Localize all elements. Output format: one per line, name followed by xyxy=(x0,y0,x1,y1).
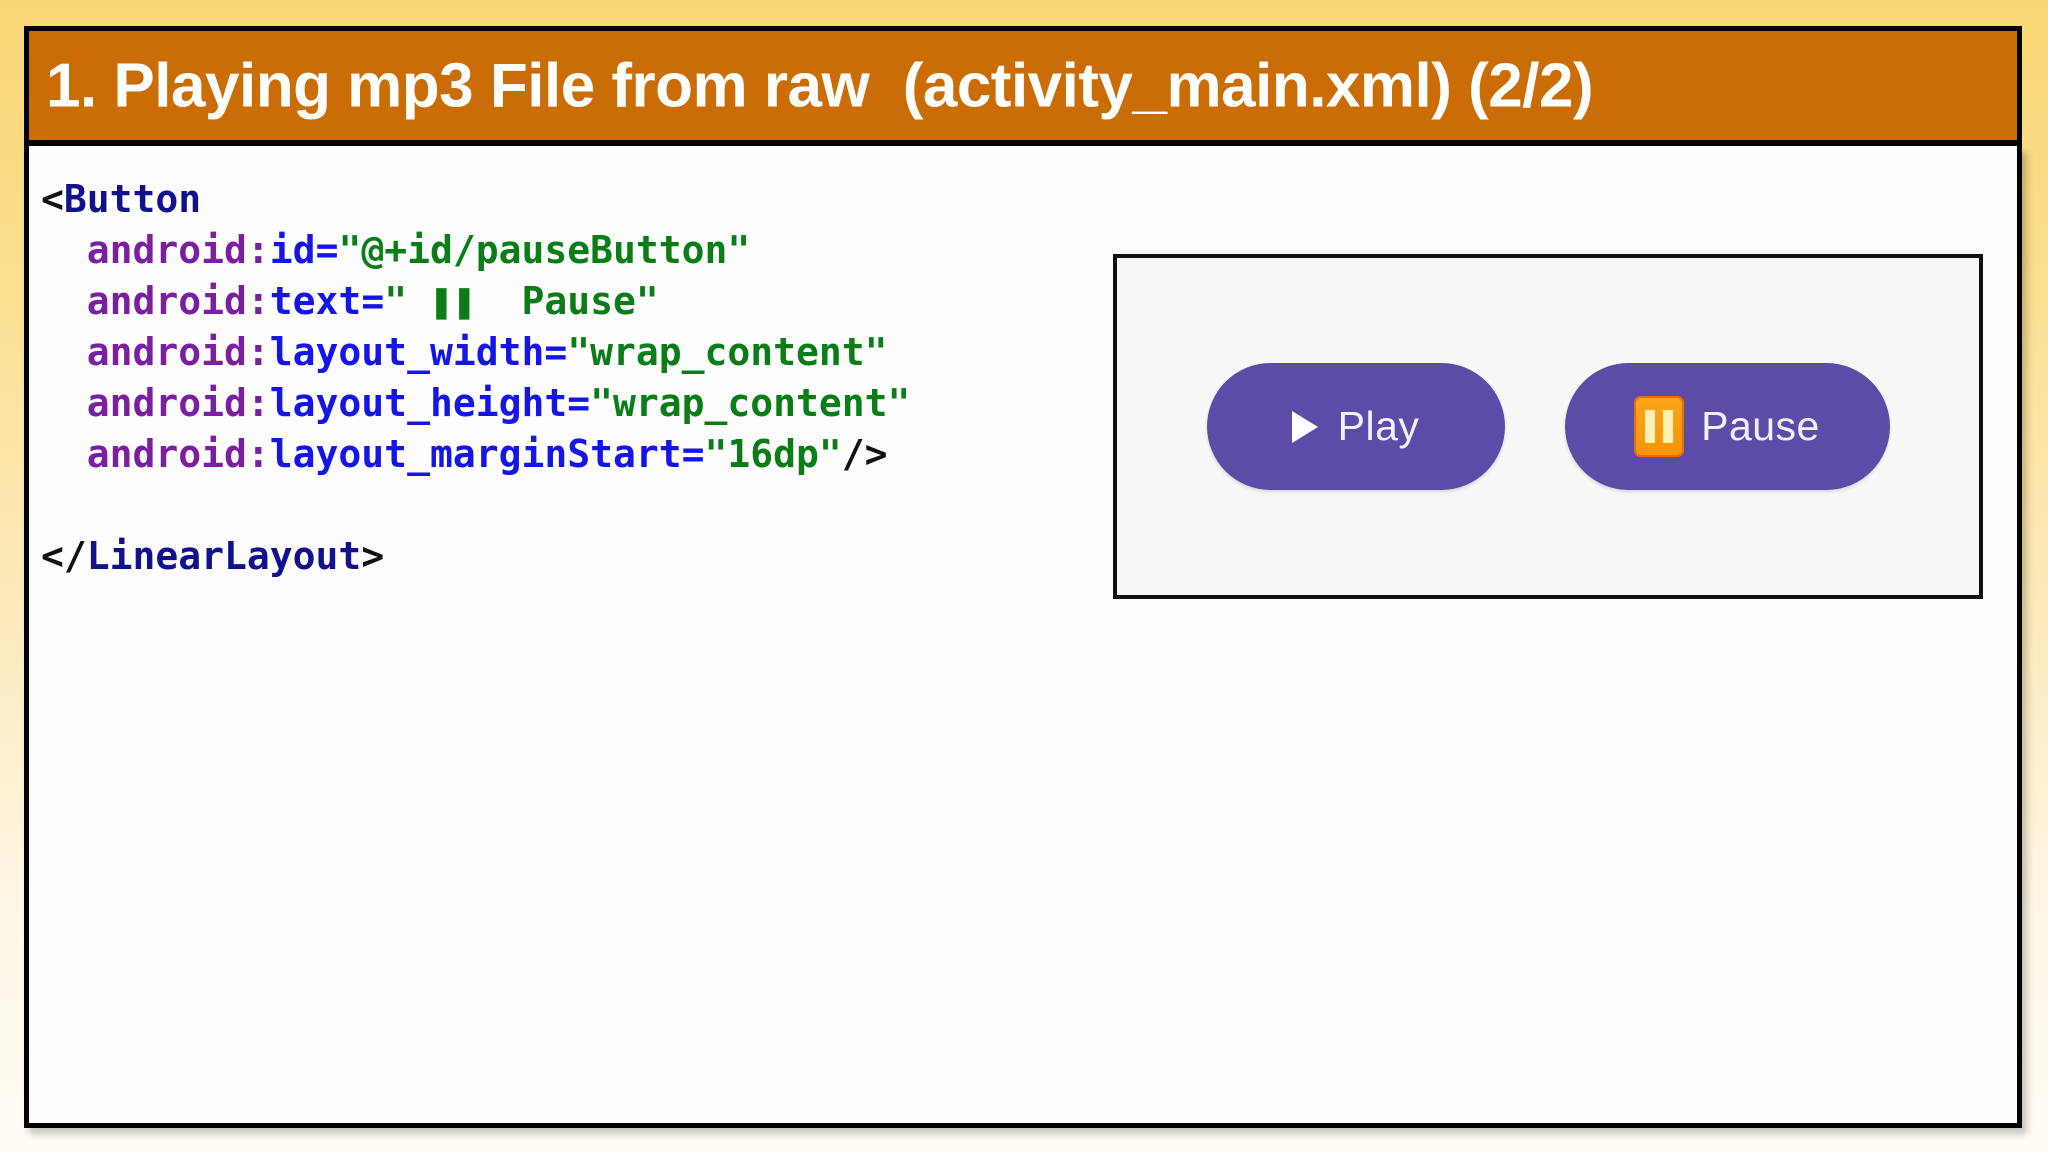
play-button-label: Play xyxy=(1337,403,1420,449)
code-token-val: " ❚❚ Pause" xyxy=(384,279,659,323)
code-token-val: "16dp" xyxy=(704,432,842,476)
code-token-punct: < xyxy=(41,177,64,221)
code-line: android:layout_marginStart="16dp"/> xyxy=(41,429,1121,480)
code-line: <Button xyxy=(41,174,1121,225)
code-token-eq: = xyxy=(681,432,705,476)
code-token-ns: android: xyxy=(86,279,270,323)
code-token-tag: Button xyxy=(63,177,202,221)
code-line: </LinearLayout> xyxy=(41,531,1121,582)
slide-title-bar: 1. Playing mp3 File from raw (activity_m… xyxy=(24,26,2022,146)
slide: 1. Playing mp3 File from raw (activity_m… xyxy=(24,26,2022,1128)
code-token-punct: /> xyxy=(841,432,888,476)
preview-button-row: Play Pause xyxy=(1117,258,1979,595)
code-token-eq: = xyxy=(544,330,568,374)
code-token-attr: text xyxy=(269,279,362,323)
code-token-eq: = xyxy=(315,228,339,272)
pause-bar-left xyxy=(1645,410,1656,443)
code-token-ns: android: xyxy=(86,228,270,272)
code-token-punct: </ xyxy=(41,534,87,578)
code-indent xyxy=(41,330,87,374)
device-preview-screenshot: Play Pause xyxy=(1113,254,1983,599)
code-line: android:layout_width="wrap_content" xyxy=(41,327,1121,378)
code-token-val: "wrap_content" xyxy=(590,381,911,425)
code-line: android:id="@+id/pauseButton" xyxy=(41,225,1121,276)
code-indent xyxy=(41,381,87,425)
code-token-val: "wrap_content" xyxy=(567,330,888,374)
code-token-attr: layout_marginStart xyxy=(269,432,682,476)
code-indent xyxy=(41,228,87,272)
code-token-eq: = xyxy=(567,381,591,425)
play-button[interactable]: Play xyxy=(1206,363,1505,490)
pause-button[interactable]: Pause xyxy=(1564,363,1890,490)
xml-code-block: <Button android:id="@+id/pauseButton" an… xyxy=(41,174,1121,582)
code-token-ns: android: xyxy=(86,381,270,425)
code-token-punct: > xyxy=(361,534,385,578)
code-indent xyxy=(41,279,87,323)
code-token-attr: layout_height xyxy=(269,381,568,425)
pause-bars-icon xyxy=(1634,396,1685,457)
page-title: 1. Playing mp3 File from raw (activity_m… xyxy=(46,50,1594,120)
code-token-tag: LinearLayout xyxy=(86,534,362,578)
code-line-blank xyxy=(41,480,1121,531)
code-token-ns: android: xyxy=(86,432,270,476)
slide-content-panel: <Button android:id="@+id/pauseButton" an… xyxy=(24,146,2022,1128)
pause-button-label: Pause xyxy=(1701,403,1820,449)
code-token-attr: layout_width xyxy=(269,330,545,374)
code-line: android:layout_height="wrap_content" xyxy=(41,378,1121,429)
code-indent xyxy=(41,432,87,476)
code-line: android:text=" ❚❚ Pause" xyxy=(41,276,1121,327)
code-token-attr: id xyxy=(269,228,316,272)
pause-bar-right xyxy=(1663,410,1674,443)
code-token-ns: android: xyxy=(86,330,270,374)
code-token-eq: = xyxy=(361,279,385,323)
code-token-val: "@+id/pauseButton" xyxy=(338,228,751,272)
play-triangle-icon xyxy=(1291,410,1318,443)
